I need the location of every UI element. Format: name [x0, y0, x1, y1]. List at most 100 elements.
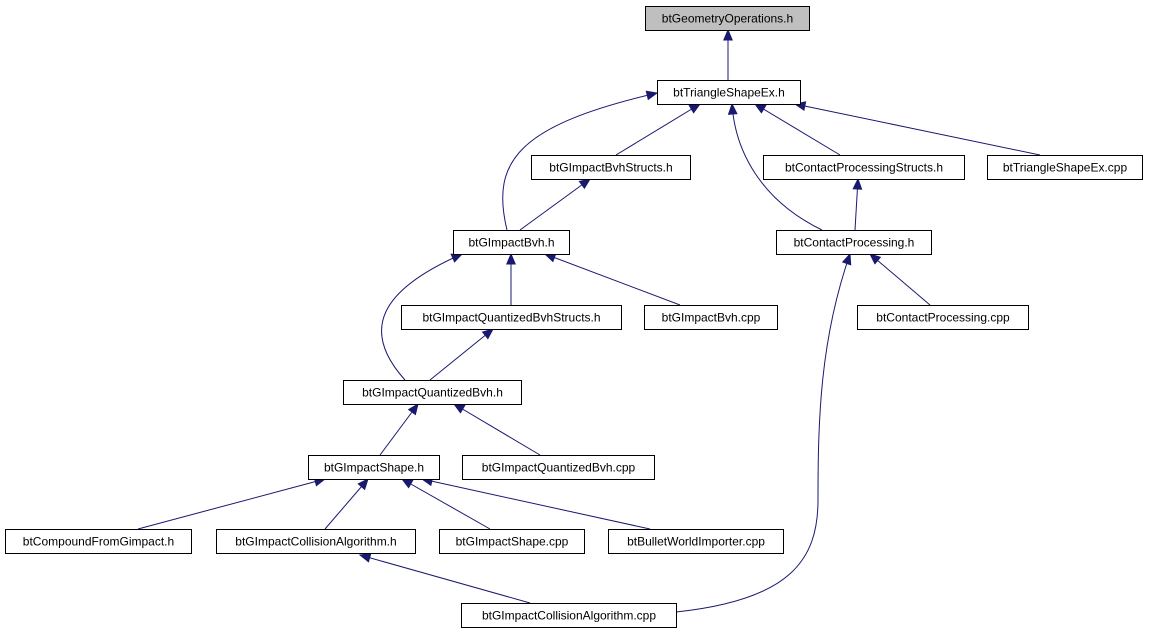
- node-label: btGImpactShape.h: [324, 461, 424, 475]
- node-btcontactprocessing-h[interactable]: btContactProcessing.h: [776, 230, 932, 255]
- edge-collalgcpp-to-collalg: [358, 553, 531, 604]
- node-btgimpactbvh-h[interactable]: btGImpactBvh.h: [453, 230, 570, 255]
- node-btcompoundfromgimpact-h[interactable]: btCompoundFromGimpact.h: [5, 529, 192, 554]
- arrowhead-icon: [753, 103, 767, 114]
- nodes-layer: btGeometryOperations.h btTriangleShapeEx.…: [5, 6, 1143, 628]
- node-bttriangleshapeex-h[interactable]: btTriangleShapeEx.h: [657, 80, 801, 105]
- edge-compound-to-shape: [137, 476, 327, 530]
- edge-bvhstructs-to-trishape: [615, 103, 702, 156]
- node-label: btCompoundFromGimpact.h: [23, 535, 174, 549]
- arrowhead-icon: [578, 178, 592, 190]
- node-box: [763, 155, 965, 180]
- edge-qbvh-to-bvh: [381, 253, 464, 381]
- edge-qbvhstructs-to-bvh: [506, 252, 516, 305]
- node-box: [343, 380, 522, 405]
- node-box: [776, 230, 932, 255]
- node-box: [453, 230, 570, 255]
- arrowhead-icon: [645, 90, 659, 101]
- arrowhead-icon: [841, 252, 852, 266]
- arrowhead-icon: [358, 553, 372, 563]
- edge-cpcpp-to-cp: [869, 253, 931, 306]
- arrowhead-icon: [869, 253, 882, 265]
- node-label: btGeometryOperations.h: [662, 12, 793, 26]
- edge-line: [429, 328, 494, 381]
- edge-line: [379, 403, 419, 456]
- node-btgimpactquantizedbvh-cpp[interactable]: btGImpactQuantizedBvh.cpp: [462, 455, 655, 480]
- node-label: btGImpactQuantizedBvh.cpp: [482, 461, 636, 475]
- node-label: btGImpactQuantizedBvh.h: [362, 386, 503, 400]
- node-box: [5, 529, 192, 554]
- node-box: [531, 155, 691, 180]
- node-btgeometryoperations-h[interactable]: btGeometryOperations.h: [645, 6, 810, 31]
- edge-line: [137, 478, 326, 530]
- edge-bwi-to-shape: [420, 476, 651, 530]
- edge-collalgcpp-to-cp: [675, 252, 852, 613]
- node-box: [644, 305, 778, 330]
- node-label: btTriangleShapeEx.h: [673, 86, 785, 100]
- edge-collalg-to-shape: [324, 478, 369, 530]
- edge-bvh-to-trishape: [502, 90, 659, 231]
- arrowhead-icon: [481, 328, 495, 340]
- arrowhead-icon: [852, 177, 863, 190]
- node-btgimpactcollisionalgorithm-cpp[interactable]: btGImpactCollisionAlgorithm.cpp: [461, 603, 677, 628]
- node-btgimpactquantizedbvhstructs-h[interactable]: btGImpactQuantizedBvhStructs.h: [401, 305, 622, 330]
- node-box: [645, 6, 810, 31]
- node-box: [857, 305, 1029, 330]
- node-btgimpactquantizedbvh-h[interactable]: btGImpactQuantizedBvh.h: [343, 380, 522, 405]
- edge-cpstructs-to-trishape: [753, 103, 841, 156]
- node-btgimpactshape-cpp[interactable]: btGImpactShape.cpp: [439, 529, 585, 554]
- edge-qbvhcpp-to-qbvh: [452, 403, 541, 456]
- arrowhead-icon: [407, 402, 419, 416]
- edge-qbvh-to-qbvhstructs: [429, 328, 495, 381]
- node-label: btGImpactCollisionAlgorithm.h: [235, 535, 396, 549]
- arrowhead-icon: [506, 252, 516, 265]
- arrowhead-icon: [450, 253, 464, 263]
- node-label: btGImpactShape.cpp: [456, 535, 569, 549]
- edge-cp-to-cpstructs: [852, 177, 863, 231]
- edge-bvhcpp-to-bvh: [543, 253, 681, 306]
- edge-line: [401, 478, 491, 530]
- edge-line: [359, 554, 531, 604]
- edge-shapecpp-to-shape: [400, 478, 491, 530]
- edge-line: [502, 92, 658, 231]
- node-bttriangleshapeex-cpp[interactable]: btTriangleShapeEx.cpp: [987, 155, 1143, 180]
- arrowhead-icon: [400, 478, 414, 489]
- node-btgimpactbvh-cpp[interactable]: btGImpactBvh.cpp: [644, 305, 778, 330]
- node-label: btGImpactQuantizedBvhStructs.h: [422, 311, 600, 325]
- node-btgimpactbvhstructs-h[interactable]: btGImpactBvhStructs.h: [531, 155, 691, 180]
- edge-line: [754, 103, 841, 156]
- edge-line: [421, 478, 651, 530]
- node-label: btBulletWorldImporter.cpp: [627, 535, 765, 549]
- node-box: [462, 455, 655, 480]
- arrowhead-icon: [452, 403, 466, 414]
- node-label: btTriangleShapeEx.cpp: [1003, 161, 1128, 175]
- node-btgimpactshape-h[interactable]: btGImpactShape.h: [308, 455, 440, 480]
- edge-trishape-to-geomops: [723, 28, 733, 80]
- node-box: [608, 529, 784, 554]
- node-btgimpactcollisionalgorithm-h[interactable]: btGImpactCollisionAlgorithm.h: [216, 529, 416, 554]
- node-box: [401, 305, 622, 330]
- edge-line: [519, 178, 591, 231]
- node-btcontactprocessingstructs-h[interactable]: btContactProcessingStructs.h: [763, 155, 965, 180]
- node-box: [657, 80, 801, 105]
- node-btbulletworldimporter-cpp[interactable]: btBulletWorldImporter.cpp: [608, 529, 784, 554]
- node-box: [439, 529, 585, 554]
- node-box: [216, 529, 416, 554]
- edge-line: [794, 103, 1041, 156]
- node-btcontactprocessing-cpp[interactable]: btContactProcessing.cpp: [857, 305, 1029, 330]
- edge-line: [381, 253, 463, 381]
- arrowhead-icon: [727, 102, 738, 115]
- node-box: [308, 455, 440, 480]
- node-label: btGImpactBvh.cpp: [662, 311, 761, 325]
- edge-line: [324, 478, 369, 530]
- edge-line: [615, 103, 701, 156]
- edge-trishapecpp-to-trishape: [793, 101, 1041, 156]
- edge-cp-to-trishape: [727, 102, 823, 231]
- node-label: btGImpactCollisionAlgorithm.cpp: [482, 609, 656, 623]
- node-box: [987, 155, 1143, 180]
- edge-line: [544, 253, 681, 306]
- edge-line: [869, 253, 931, 306]
- edge-shape-to-qbvh: [379, 402, 419, 456]
- edge-line: [731, 103, 823, 231]
